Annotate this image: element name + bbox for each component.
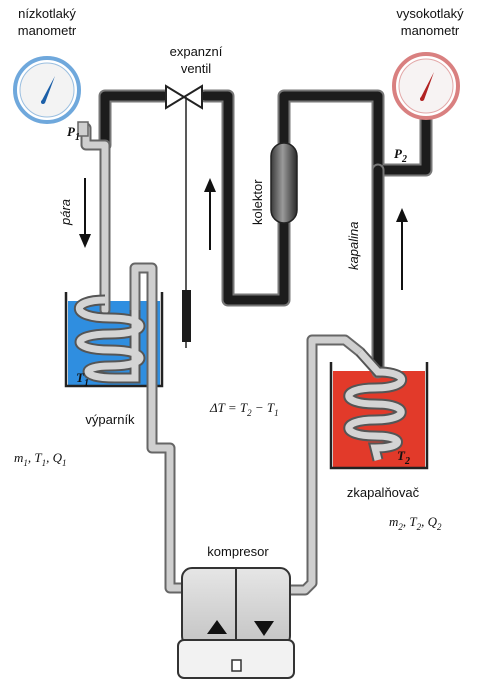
low-pressure-gauge	[13, 56, 89, 137]
high-pressure-pipe	[98, 89, 433, 379]
valve-sensor-bulb	[182, 290, 191, 342]
low-gauge-label-2: manometr	[18, 23, 77, 38]
p1-label: P1	[67, 124, 80, 143]
condenser-params: m2, T2, Q2	[389, 514, 442, 532]
valve-label-2: ventil	[181, 61, 211, 76]
vapor-label: pára	[58, 199, 73, 226]
high-gauge-label-1: vysokotlaký	[396, 6, 464, 21]
valve-label-1: expanzní	[170, 44, 223, 59]
vapor-flow-arrow-icon	[79, 178, 91, 248]
high-gauge-label-2: manometr	[401, 23, 460, 38]
labels: nízkotlaký manometr vysokotlaký manometr…	[14, 6, 464, 559]
high-pressure-gauge	[392, 52, 460, 120]
upflow-arrow-icon	[204, 178, 216, 250]
collector-icon	[270, 142, 298, 224]
p2-label: P2	[394, 146, 407, 165]
flow-arrows	[79, 178, 408, 290]
high-gauge-needle-icon	[420, 72, 434, 100]
t1-label: T1	[76, 370, 89, 389]
evaporator-coil	[73, 294, 146, 384]
delta-t-formula: ΔT = T2 − T1	[209, 400, 279, 418]
condenser-coil	[343, 348, 408, 462]
evaporator-label: výparník	[85, 412, 135, 427]
collector-label: kolektor	[250, 179, 265, 225]
compressor-label: kompresor	[207, 544, 269, 559]
low-gauge-label-1: nízkotlaký	[18, 6, 76, 21]
liquid-label: kapalina	[346, 222, 361, 270]
evaporator-params: m1, T1, Q1	[14, 450, 67, 468]
low-gauge-needle-icon	[41, 76, 55, 103]
expansion-valve-icon	[165, 84, 203, 348]
compressor-intake-arrow-icon	[207, 620, 227, 634]
t2-label: T2	[397, 448, 410, 467]
compressor-outlet-arrow-icon	[254, 621, 274, 636]
condenser-label: zkapalňovač	[347, 485, 420, 500]
compressor	[177, 567, 295, 679]
liquid-flow-arrow-icon	[396, 208, 408, 290]
